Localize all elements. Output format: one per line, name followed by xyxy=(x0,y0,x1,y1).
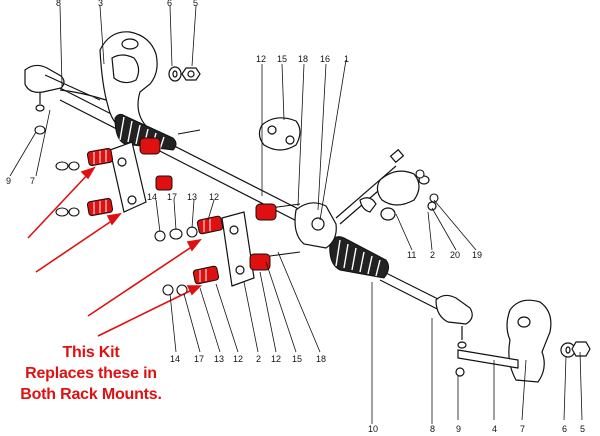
highlighted-bushings xyxy=(86,137,277,285)
callout-16: 16 xyxy=(320,54,330,64)
arrow-2 xyxy=(35,217,117,273)
callout-10: 10 xyxy=(368,424,378,434)
left-mount-plate xyxy=(109,141,147,213)
callout-15-b: 15 xyxy=(292,354,302,364)
rack-body xyxy=(59,87,461,319)
callout-9-left: 9 xyxy=(6,176,11,186)
callout-5-bottom: 5 xyxy=(580,424,585,434)
kit-caption: This Kit Replaces these in Both Rack Mou… xyxy=(6,342,176,405)
callout-6-top: 6 xyxy=(167,0,172,8)
callout-13-a: 13 xyxy=(187,192,197,202)
callout-14-a: 14 xyxy=(147,192,157,202)
bottom-washers xyxy=(560,341,591,358)
arrow-4 xyxy=(97,287,197,337)
callout-7-bottom: 7 xyxy=(520,424,525,434)
right-gaiter xyxy=(329,236,390,279)
bushing-rack-right-b xyxy=(249,253,271,271)
right-tie-rod-end xyxy=(435,294,473,349)
red-arrows xyxy=(27,166,202,337)
bushing-rack-right-a xyxy=(255,203,277,221)
callout-3-top: 3 xyxy=(98,0,103,8)
callout-6-bottom: 6 xyxy=(562,424,567,434)
callout-2-a: 2 xyxy=(430,250,435,260)
callout-18-b: 18 xyxy=(316,354,326,364)
caption-line-1: This Kit xyxy=(62,344,120,361)
callout-18-a: 18 xyxy=(298,54,308,64)
callout-12-a: 12 xyxy=(256,54,266,64)
top-washers xyxy=(168,66,201,82)
callout-5-top: 5 xyxy=(193,0,198,8)
leader-lines xyxy=(9,5,583,424)
callout-11: 11 xyxy=(407,250,416,260)
callout-20: 20 xyxy=(450,250,460,260)
callout-15-a: 15 xyxy=(277,54,287,64)
callout-4: 4 xyxy=(492,424,497,434)
arrow-3 xyxy=(87,243,197,317)
callout-19: 19 xyxy=(472,250,482,260)
callout-1: 1 xyxy=(344,54,349,64)
arrow-1 xyxy=(27,171,91,239)
callout-2-b: 2 xyxy=(256,354,261,364)
left-gaiter xyxy=(114,113,177,151)
callout-8-top: 8 xyxy=(56,0,61,8)
lower-mount-plate xyxy=(221,211,255,287)
callout-8-bottom: 8 xyxy=(430,424,435,434)
callout-17-b: 17 xyxy=(194,354,204,364)
bushing-rack-left xyxy=(139,137,161,155)
callout-13-b: 13 xyxy=(214,354,224,364)
caption-line-3: Both Rack Mounts. xyxy=(20,386,162,403)
upper-clamp xyxy=(258,117,301,151)
callout-17-a: 17 xyxy=(167,192,177,202)
left-steering-knuckle xyxy=(59,31,158,133)
callout-12-b: 12 xyxy=(209,192,219,202)
callout-7-left: 7 xyxy=(30,176,35,186)
caption-line-2: Replaces these in xyxy=(25,365,157,382)
callout-12-c: 12 xyxy=(233,354,243,364)
callout-14-b: 14 xyxy=(170,354,180,364)
left-tie-rod-end xyxy=(24,64,101,112)
right-steering-knuckle xyxy=(455,299,552,383)
callout-labels: 8 3 6 5 12 15 18 16 1 9 7 14 17 13 12 11… xyxy=(6,0,585,434)
right-clamp xyxy=(376,170,437,221)
bushing-mid-left xyxy=(155,175,173,191)
callout-12-d: 12 xyxy=(271,354,281,364)
callout-9-bottom: 9 xyxy=(456,424,461,434)
